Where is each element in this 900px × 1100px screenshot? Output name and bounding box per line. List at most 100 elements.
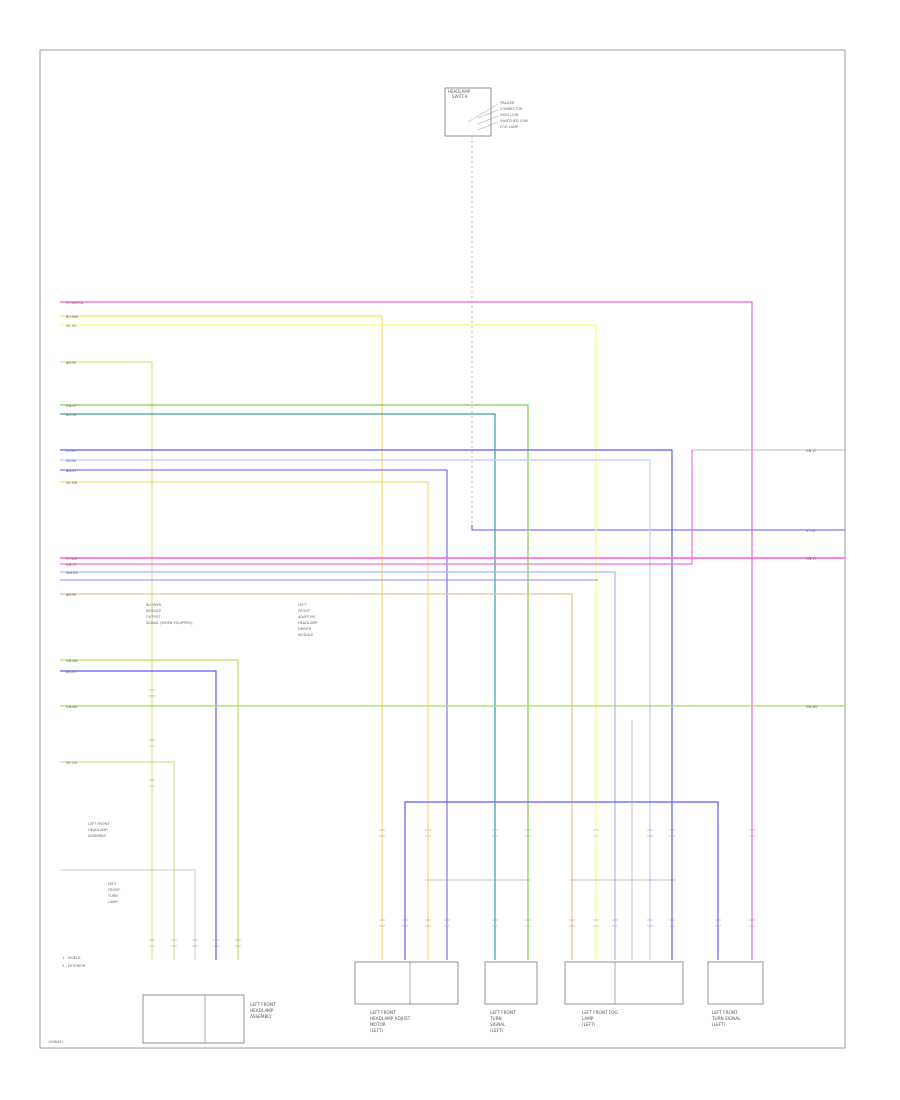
label-yellow-1: BU-WH <box>66 315 79 319</box>
wire-blue-1 <box>60 449 673 960</box>
module-5: LEFT FRONT TURN SIGNAL (LEFT) <box>707 961 764 1027</box>
left-note2-3: TURN <box>107 894 118 898</box>
label-pink-2: VT-WH <box>66 557 78 561</box>
module-1-box <box>142 994 245 1044</box>
legend-1: 1 - SHIELD <box>62 956 81 960</box>
module-3-line-1: LEFT FRONT <box>490 1010 516 1015</box>
module-5-box <box>707 961 764 1005</box>
label-green-5: GN-BU <box>66 705 78 709</box>
label-out-2: VT-YE <box>806 529 815 533</box>
mid-note-5: DRIVER <box>298 627 312 631</box>
module-4: LEFT FRONT FOG LAMP (LEFT) <box>564 961 684 1027</box>
wire-blue-4 <box>60 571 616 960</box>
left-note2-2: FRONT <box>108 888 121 892</box>
wire-pink <box>60 301 753 960</box>
module-3-line-2: TURN <box>489 1016 502 1021</box>
top-module-name-2: SWITCH <box>452 94 468 99</box>
label-blue-5: BU-VT <box>66 670 77 674</box>
top-pin-2: CONNECTOR <box>500 107 523 111</box>
left-note-1: LEFT FRONT <box>88 822 110 826</box>
module-1-line-2: HEADLAMP <box>250 1008 274 1013</box>
wire-green-2 <box>60 413 496 960</box>
left-note-3: ASSEMBLY <box>88 834 107 838</box>
label-left-1: BN-YE <box>66 361 76 365</box>
label-blue-3: BN-VT <box>66 469 77 473</box>
label-green-4: GN-BN <box>66 659 78 663</box>
label-brown: BN-YE <box>66 593 76 597</box>
label-out-3: GN-VT <box>806 557 818 561</box>
wire-bundle <box>60 301 845 960</box>
wire-yellow-1 <box>60 315 383 960</box>
top-pin-3: HIGH LOW <box>500 113 519 117</box>
wire-green-4 <box>60 659 239 960</box>
module-4-line-1: LEFT FRONT FOG <box>582 1010 618 1015</box>
wire-green-1 <box>60 404 529 960</box>
wire-yellow-2 <box>60 324 597 960</box>
label-yellow-5: YE-OG <box>66 761 77 765</box>
module-3-box <box>484 961 538 1005</box>
label-out-4: GN-BU <box>806 705 818 709</box>
module-3: LEFT FRONT TURN SIGNAL (LEFT) <box>484 961 538 1033</box>
diagram-frame <box>39 49 846 1049</box>
page-ref: 1008431 <box>48 1040 64 1044</box>
module-4-line-3: (LEFT) <box>582 1022 596 1027</box>
top-pin-4: SWITCHED LOW <box>500 119 528 123</box>
label-yellow-2: YE-GY <box>66 324 77 328</box>
wire-yellow-3 <box>60 481 429 960</box>
left-note2-4: LAMP <box>108 900 118 904</box>
wire-blue-5 <box>60 670 217 960</box>
label-blue-2: GY-BU <box>66 459 77 463</box>
module-2-line-1: LEFT FRONT <box>370 1010 396 1015</box>
left-note2-1: LEFT <box>108 882 117 886</box>
wire-trailer-blue <box>471 525 845 531</box>
wire-ground-loop <box>404 801 719 960</box>
top-pin-5: FOG LAMP <box>500 125 518 129</box>
splice-note-2: MODULE <box>146 609 161 613</box>
label-green-2: BU-GY <box>66 413 78 417</box>
splice-note-3: OUTPUT <box>146 615 161 619</box>
module-2-box <box>354 961 459 1005</box>
mid-note-3: ADAPTIVE <box>298 615 315 619</box>
module-1-line-1: LEFT FRONT <box>250 1002 276 1007</box>
wire-blue-2 <box>60 459 651 960</box>
label-out-1: GN-VT <box>806 449 818 453</box>
module-4-box <box>564 961 684 1005</box>
module-2: LEFT FRONT HEADLAMP ADJUST MOTOR (LEFT) <box>354 961 459 1033</box>
label-pink: VT/GN-RD <box>66 301 84 305</box>
splice-note-1: BLOWER <box>146 603 162 607</box>
label-yellow-3: YE-GN <box>66 481 77 485</box>
connector-pins <box>149 689 755 947</box>
module-2-line-3: MOTOR <box>370 1022 386 1027</box>
module-3-line-3: SIGNAL <box>490 1022 506 1027</box>
module-3-line-4: (LEFT) <box>490 1028 504 1033</box>
module-4-line-2: LAMP <box>582 1016 594 1021</box>
top-module-name-1: HEADLAMP <box>448 89 471 94</box>
top-module-box <box>444 87 492 137</box>
legend-2: 2 - EXTERIOR <box>62 964 86 968</box>
label-blue-1: VT-YE <box>66 449 75 453</box>
mid-note-2: FRONT <box>298 609 311 613</box>
wire-mag <box>60 450 693 565</box>
wire-brown <box>60 593 573 960</box>
wire-yellow-5 <box>60 761 175 960</box>
mid-note-4: HEADLAMP <box>298 621 318 625</box>
module-2-line-4: (LEFT) <box>370 1028 384 1033</box>
module-5-line-3: (LEFT) <box>712 1022 726 1027</box>
label-green-1: GN-VT <box>66 404 78 408</box>
splice-note-4: SIGNAL (WHEN EQUIPPED) <box>146 621 193 625</box>
annotations: BLOWER MODULE OUTPUT SIGNAL (WHEN EQUIPP… <box>48 603 318 1044</box>
label-blue-4: WH-BU <box>66 571 79 575</box>
wire-left-1 <box>60 361 153 960</box>
top-pin-1: TRAILER <box>499 101 515 105</box>
wire-gray <box>60 869 196 960</box>
module-2-line-2: HEADLAMP ADJUST <box>370 1016 411 1021</box>
wire-labels: VT/GN-RD BU-WH YE-GY BN-YE GN-VT BU-GY V… <box>66 301 818 765</box>
left-note-2: HEADLAMP <box>88 828 108 832</box>
top-module: HEADLAMP SWITCH TRAILER CONNECTOR HIGH L… <box>444 87 528 137</box>
module-5-line-1: LEFT FRONT <box>712 1010 738 1015</box>
wire-blue-3 <box>60 469 448 960</box>
module-1-line-3: ASSEMBLY <box>250 1014 272 1019</box>
label-mag: GN-VT <box>66 563 78 567</box>
mid-note-1: LEFT <box>298 603 307 607</box>
